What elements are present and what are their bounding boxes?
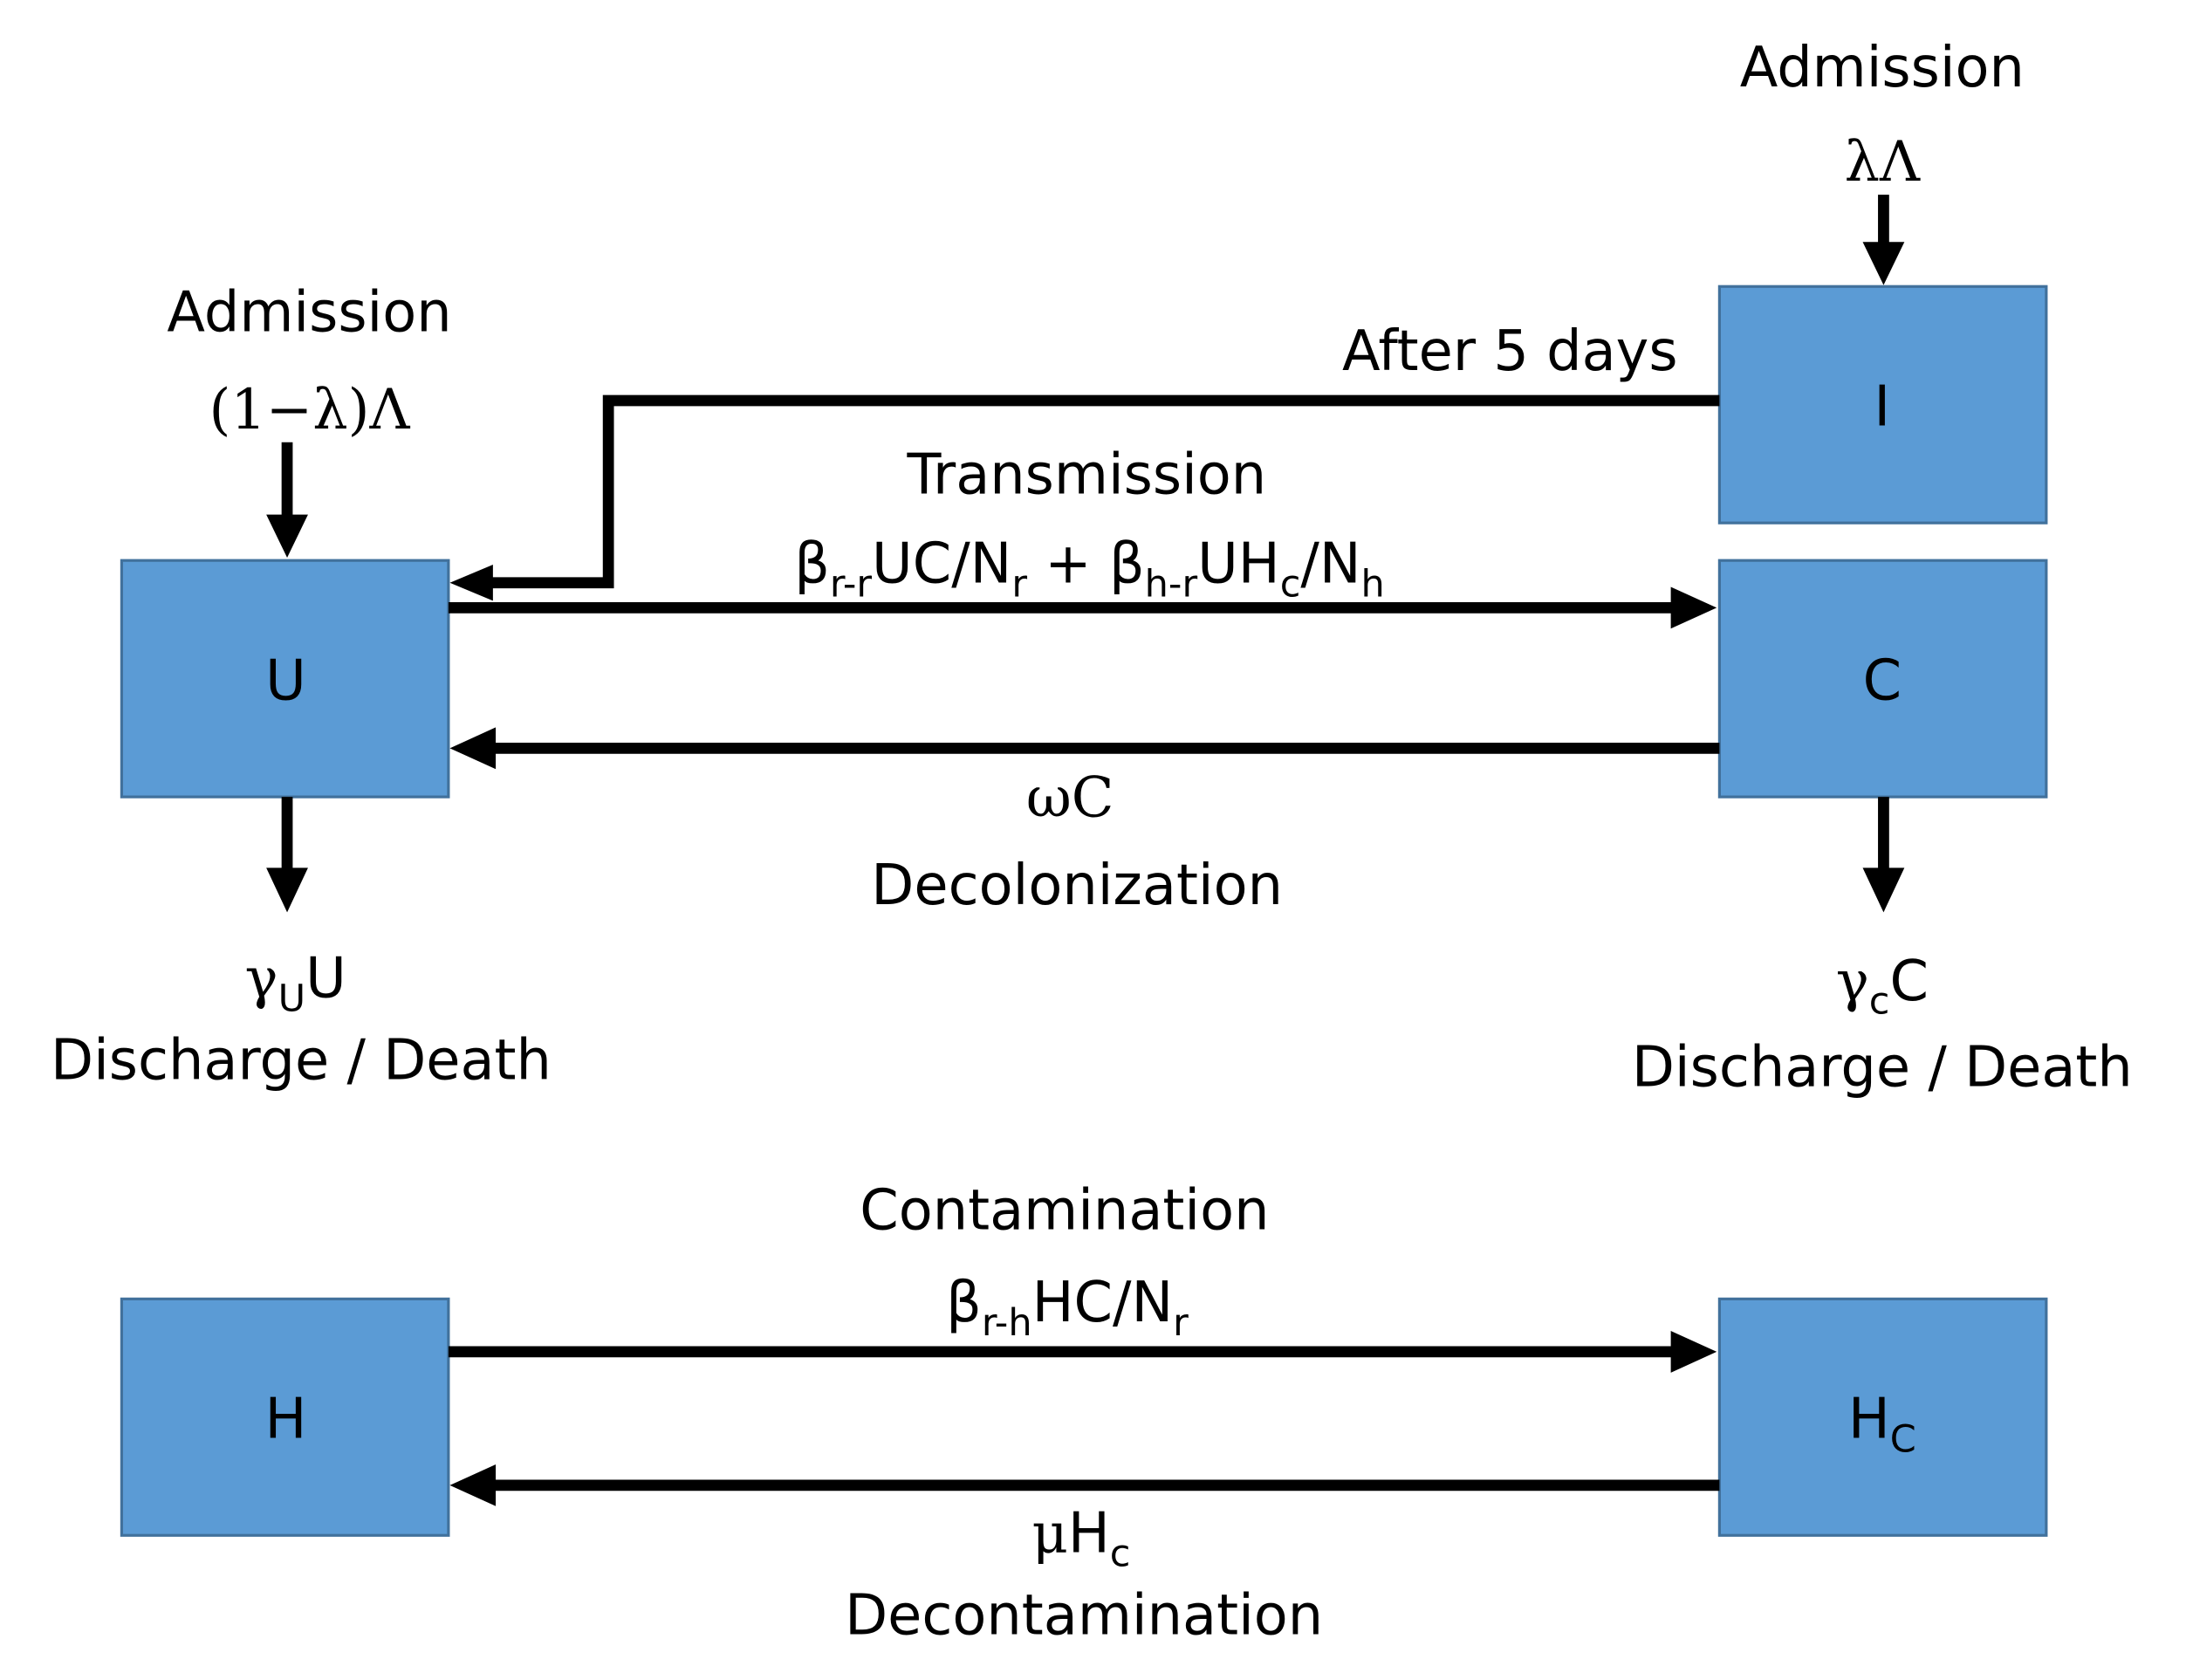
admission-i-group: Admission λΛ <box>1740 36 2025 285</box>
compartment-hc: HC <box>1717 1297 2048 1537</box>
box-h-label: H <box>264 1388 306 1452</box>
after-5-days-arrowhead <box>449 564 493 601</box>
after-5-days-label: After 5 days <box>1342 319 1678 384</box>
box-u <box>120 559 450 799</box>
decolonization-group: ωC Decolonization <box>449 727 1720 918</box>
transmission-arrowhead <box>1670 586 1717 629</box>
admission-i-arrowhead <box>1862 242 1905 285</box>
discharge-c-label: Discharge / Death <box>1632 1036 2133 1101</box>
discharge-u-arrowhead <box>266 867 308 913</box>
discharge-u-label: Discharge / Death <box>51 1029 552 1094</box>
decontamination-arrowhead <box>449 1464 497 1506</box>
decolonization-label: Decolonization <box>871 854 1283 918</box>
decolonization-rate: ωC <box>1026 765 1114 830</box>
admission-u-rate: (1−λ)Λ <box>209 378 410 442</box>
discharge-c-group: γcC Discharge / Death <box>1632 797 2133 1101</box>
transmission-label: Transmission <box>906 443 1266 508</box>
box-hc-label: HC <box>1848 1388 1916 1462</box>
transmission-group: Transmission βr-rUC/Nr + βh-rUHc/Nh <box>448 443 1717 629</box>
box-c-label: C <box>1863 649 1902 714</box>
decolonization-arrowhead <box>449 727 497 770</box>
box-c <box>1717 559 2048 799</box>
contamination-arrowhead <box>1670 1331 1717 1373</box>
compartment-h: H <box>120 1297 450 1537</box>
admission-i-rate: λΛ <box>1845 130 1921 195</box>
decontamination-group: μHc Decontamination <box>449 1464 1720 1648</box>
compartment-u: U <box>120 559 450 799</box>
box-hc <box>1717 1297 2048 1537</box>
contamination-group: Contamination βr-hHC/Nr <box>448 1179 1717 1373</box>
after-5-days-group: After 5 days <box>449 319 1720 601</box>
discharge-c-arrowhead <box>1862 867 1905 913</box>
box-i-label: I <box>1874 375 1890 440</box>
admission-i-label: Admission <box>1740 36 2025 100</box>
discharge-u-rate: γUU <box>244 947 346 1021</box>
discharge-u-group: γUU Discharge / Death <box>51 797 552 1094</box>
discharge-c-rate: γcC <box>1836 950 1929 1024</box>
compartment-i: I <box>1717 285 2048 525</box>
box-h <box>120 1297 450 1537</box>
box-u-label: U <box>265 649 306 714</box>
admission-u-label: Admission <box>167 280 451 345</box>
after-5-days-arrow-path <box>489 394 1720 589</box>
contamination-label: Contamination <box>860 1179 1269 1244</box>
admission-u-group: Admission (1−λ)Λ <box>167 280 452 559</box>
contamination-rate: βr-hHC/Nr <box>946 1271 1189 1345</box>
transmission-rate: βr-rUC/Nr + βh-rUHc/Nh <box>794 532 1385 607</box>
box-i <box>1717 285 2048 525</box>
compartment-c: C <box>1717 559 2048 799</box>
decontamination-rate: μHc <box>1031 1501 1130 1575</box>
admission-u-arrowhead <box>266 514 308 559</box>
decontamination-label: Decontamination <box>845 1583 1323 1648</box>
